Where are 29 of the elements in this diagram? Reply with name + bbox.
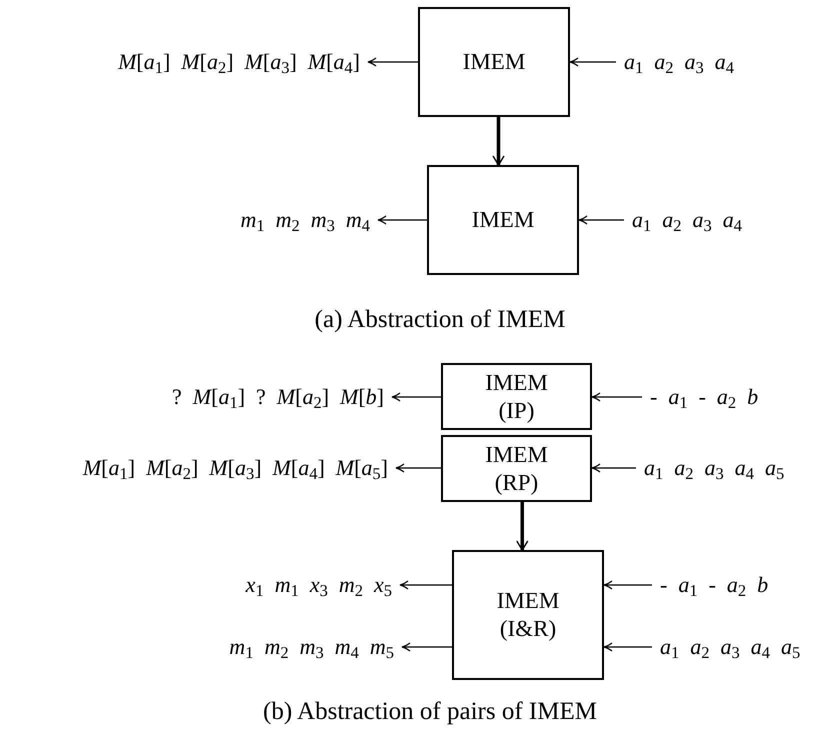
memory-box	[418, 7, 570, 117]
box-label: IMEM	[472, 206, 534, 234]
sequence-text: m$_{1}$ m$_{2}$ m$_{3}$ m$_{4}$	[240, 205, 370, 235]
sequence-text: a$_{1}$ a$_{2}$ a$_{3}$ a$_{4}$ a$_{5}$	[644, 453, 784, 483]
sequence-text: a$_{1}$ a$_{2}$ a$_{3}$ a$_{4}$	[632, 205, 742, 235]
box-label: IMEM	[496, 587, 560, 615]
sequence-text: - a$_{1}$ - a$_{2}$ b	[660, 570, 768, 600]
box-label: IMEM	[462, 48, 526, 76]
box-label: (I&R)	[500, 615, 556, 643]
memory-box	[441, 435, 592, 502]
sequence-text: - a$_{1}$ - a$_{2}$ b	[650, 382, 758, 412]
caption: (a) Abstraction of IMEM	[314, 305, 566, 335]
box-label: IMEM	[485, 368, 548, 396]
memory-box	[441, 363, 592, 430]
box-label: IMEM	[485, 440, 548, 468]
sequence-text: a$_{1}$ a$_{2}$ a$_{3}$ a$_{4}$	[624, 47, 734, 77]
caption: (b) Abstraction of pairs of IMEM	[263, 697, 597, 727]
sequence-text: ? M[a$_{1}$] ? M[a$_{2}$] M[b]	[172, 382, 384, 412]
sequence-text: a$_{1}$ a$_{2}$ a$_{3}$ a$_{4}$ a$_{5}$	[660, 632, 800, 662]
double-arrow	[516, 502, 528, 551]
sequence-text: M[a$_{1}$] M[a$_{2}$] M[a$_{3}$] M[a$_{4}$] M[a$_{5}$]	[82, 453, 388, 483]
sequence-text: x$_{1}$ m$_{1}$ x$_{3}$ m$_{2}$ x$_{5}$	[246, 570, 392, 600]
sequence-text: m$_{1}$ m$_{2}$ m$_{3}$ m$_{4}$ m$_{5}$	[229, 632, 394, 662]
box-label: (IP)	[498, 396, 534, 424]
box-label: (RP)	[494, 468, 538, 496]
double-arrow	[492, 117, 505, 166]
sequence-text: M[a$_{1}$] M[a$_{2}$] M[a$_{3}$] M[a$_{4}$]	[118, 47, 360, 77]
memory-box	[452, 550, 604, 680]
memory-box	[427, 165, 579, 275]
